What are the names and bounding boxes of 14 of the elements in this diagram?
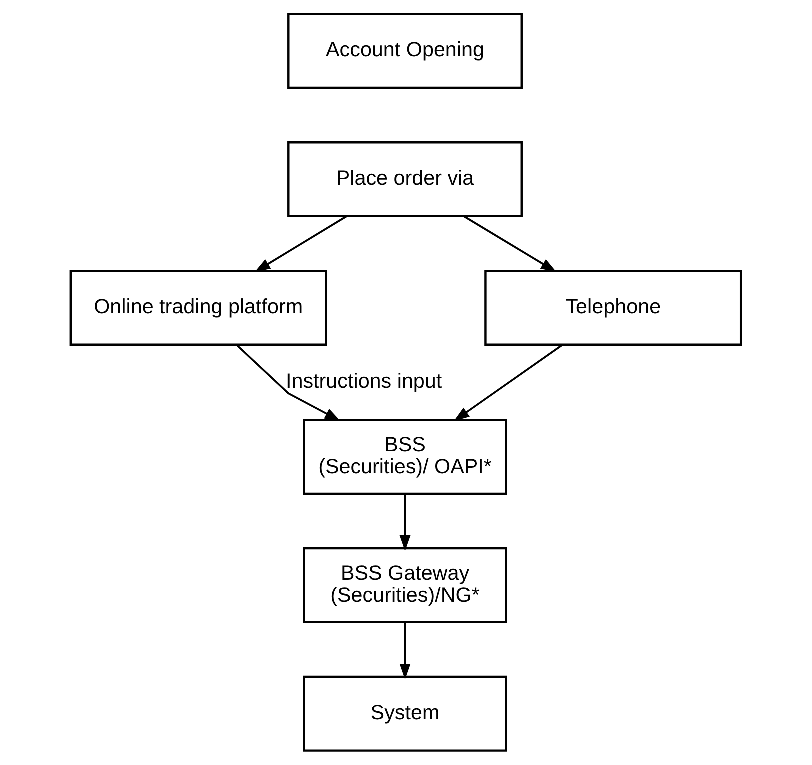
node-box: Telephone [484, 270, 742, 346]
arrow [454, 344, 564, 422]
node-box: Account Opening [288, 13, 523, 90]
node-box: Online trading platform [70, 270, 328, 346]
arrow [464, 216, 557, 272]
node-box: System [303, 676, 508, 752]
arrow [400, 494, 411, 552]
arrow [254, 216, 348, 272]
arrow [400, 622, 411, 680]
node-box: BSS Gateway (Securities)/NG* [303, 547, 508, 624]
node-box: BSS (Securities)/ OAPI* [303, 419, 508, 496]
edge-label: Instructions input [286, 370, 442, 393]
node-box: Place order via [288, 142, 523, 218]
arrow [236, 344, 341, 422]
